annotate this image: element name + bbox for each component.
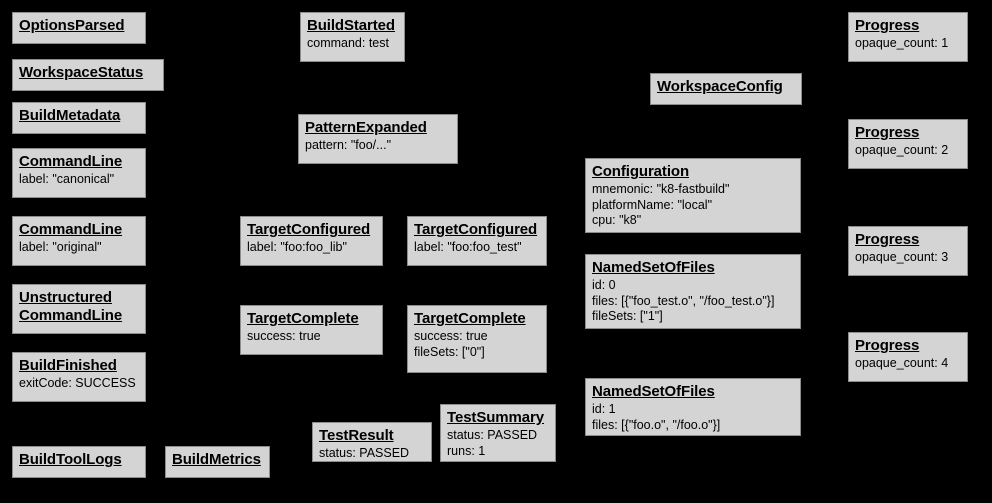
event-node-field: success: true [414, 329, 488, 344]
event-node-fields: label: "foo:foo_test" [414, 240, 540, 255]
event-node-options-parsed[interactable]: OptionsParsed [12, 12, 146, 44]
event-node-build-finished[interactable]: BuildFinished exitCode: SUCCESS [12, 352, 146, 402]
event-node-field: opaque_count: 3 [855, 250, 949, 265]
event-node-workspace-config[interactable]: WorkspaceConfig [650, 73, 802, 105]
event-node-fields: label: "original" [19, 240, 139, 255]
event-node-fields: label: "canonical" [19, 172, 139, 187]
event-node-title: BuildFinished [19, 357, 117, 374]
event-node-field: fileSets: ["0"] [414, 344, 485, 359]
event-node-progress-4[interactable]: Progress opaque_count: 4 [848, 332, 968, 382]
event-node-field: label: "original" [19, 240, 102, 255]
event-node-field: pattern: "foo/..." [305, 138, 392, 153]
event-node-field: cpu: "k8" [592, 212, 642, 227]
event-node-field: files: [{"foo.o", "/foo.o"}] [592, 417, 721, 432]
event-node-title: WorkspaceStatus [19, 64, 144, 81]
event-node-unstructured-command-line[interactable]: Unstructured CommandLine [12, 284, 146, 334]
event-node-configuration[interactable]: Configuration mnemonic: "k8-fastbuild"pla… [585, 158, 801, 233]
event-node-fields: exitCode: SUCCESS [19, 376, 139, 391]
event-node-title: Progress [855, 17, 920, 34]
event-node-field: success: true [247, 329, 321, 344]
event-node-target-complete-foo-lib[interactable]: TargetComplete success: true [240, 305, 383, 355]
event-node-command-line-canonical[interactable]: CommandLine label: "canonical" [12, 148, 146, 198]
event-node-field: fileSets: ["1"] [592, 308, 663, 323]
event-node-title: Unstructured CommandLine [19, 289, 123, 325]
event-node-title: TargetConfigured [247, 221, 371, 238]
event-node-title: Progress [855, 337, 920, 354]
event-node-progress-3[interactable]: Progress opaque_count: 3 [848, 226, 968, 276]
event-node-field: command: test [307, 36, 389, 51]
event-node-pattern-expanded[interactable]: PatternExpanded pattern: "foo/..." [298, 114, 458, 164]
event-node-field: opaque_count: 2 [855, 143, 949, 158]
event-node-fields: pattern: "foo/..." [305, 138, 451, 153]
event-node-fields: label: "foo:foo_lib" [247, 240, 376, 255]
event-node-field: mnemonic: "k8-fastbuild" [592, 182, 730, 197]
event-node-field: id: 1 [592, 402, 616, 417]
event-node-title: WorkspaceConfig [657, 78, 783, 95]
event-node-build-metadata[interactable]: BuildMetadata [12, 102, 146, 134]
event-node-title: TargetComplete [247, 310, 359, 327]
event-node-target-configured-foo-test[interactable]: TargetConfigured label: "foo:foo_test" [407, 216, 547, 266]
event-node-title: BuildToolLogs [19, 451, 122, 468]
event-node-build-metrics[interactable]: BuildMetrics [165, 446, 270, 478]
event-node-title: BuildMetadata [19, 107, 121, 124]
event-node-title: TargetComplete [414, 310, 526, 327]
event-node-title: TestSummary [447, 409, 544, 426]
event-node-command-line-original[interactable]: CommandLine label: "original" [12, 216, 146, 266]
event-node-fields: opaque_count: 3 [855, 250, 961, 265]
event-node-field: label: "foo:foo_lib" [247, 240, 347, 255]
event-node-title: PatternExpanded [305, 119, 427, 136]
event-node-title: NamedSetOfFiles [592, 383, 715, 400]
event-node-test-result[interactable]: TestResult status: PASSED [312, 422, 432, 462]
event-node-field: exitCode: SUCCESS [19, 376, 136, 391]
event-node-field: id: 0 [592, 278, 616, 293]
event-node-field: platformName: "local" [592, 197, 713, 212]
event-node-build-started[interactable]: BuildStarted command: test [300, 12, 405, 62]
event-node-fields: status: PASSED [319, 446, 425, 461]
event-node-title: CommandLine [19, 221, 123, 238]
event-node-progress-1[interactable]: Progress opaque_count: 1 [848, 12, 968, 62]
event-node-progress-2[interactable]: Progress opaque_count: 2 [848, 119, 968, 169]
event-node-field: status: PASSED [447, 428, 538, 443]
event-node-title: TargetConfigured [414, 221, 538, 238]
event-node-build-tool-logs[interactable]: BuildToolLogs [12, 446, 146, 478]
event-node-fields: command: test [307, 36, 398, 51]
event-node-fields: opaque_count: 2 [855, 143, 961, 158]
event-node-fields: opaque_count: 4 [855, 356, 961, 371]
event-node-title: CommandLine [19, 153, 123, 170]
event-node-field: runs: 1 [447, 443, 486, 458]
event-node-field: opaque_count: 4 [855, 356, 949, 371]
event-node-fields: mnemonic: "k8-fastbuild"platformName: "l… [592, 182, 794, 228]
event-node-workspace-status[interactable]: WorkspaceStatus [12, 59, 164, 91]
event-node-fields: success: true [247, 329, 376, 344]
event-node-fields: opaque_count: 1 [855, 36, 961, 51]
event-node-target-configured-foo-lib[interactable]: TargetConfigured label: "foo:foo_lib" [240, 216, 383, 266]
event-node-title: Configuration [592, 163, 690, 180]
event-node-field: opaque_count: 1 [855, 36, 949, 51]
event-node-field: status: PASSED [319, 446, 410, 461]
event-node-title: OptionsParsed [19, 17, 125, 34]
event-node-title: BuildStarted [307, 17, 395, 34]
event-node-title: TestResult [319, 427, 394, 444]
event-node-field: label: "foo:foo_test" [414, 240, 522, 255]
event-node-title: Progress [855, 124, 920, 141]
event-node-title: Progress [855, 231, 920, 248]
event-node-title: NamedSetOfFiles [592, 259, 715, 276]
event-node-field: label: "canonical" [19, 172, 115, 187]
event-node-field: files: [{"foo_test.o", "/foo_test.o"}] [592, 293, 775, 308]
event-node-title: BuildMetrics [172, 451, 261, 468]
